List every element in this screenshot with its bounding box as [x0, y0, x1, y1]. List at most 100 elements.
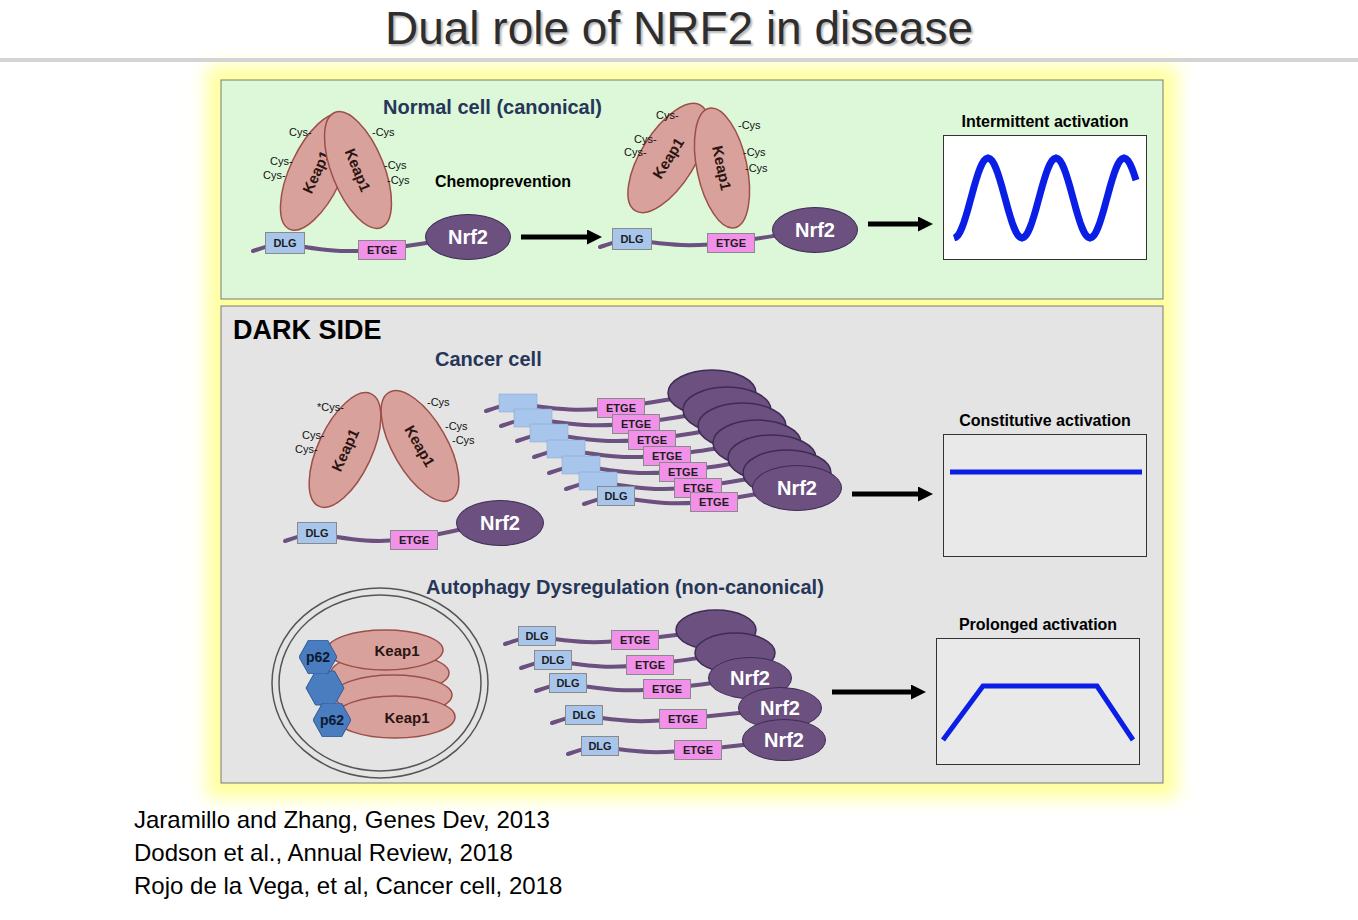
- motif-name: DLG: [556, 678, 579, 689]
- arrow: [868, 222, 918, 227]
- residue-label: Cys-: [270, 156, 293, 167]
- plot-heading: Intermittent activation: [961, 114, 1128, 130]
- keap1-ellipse: Keap1: [333, 655, 457, 779]
- dlg-shape: [562, 456, 600, 474]
- motif-box: DLG: [597, 486, 635, 506]
- keap1-shape: [311, 106, 406, 234]
- protein-name: Nrf2: [730, 668, 770, 688]
- protein-name: Nrf2: [795, 220, 835, 240]
- reference: Jaramillo and Zhang, Genes Dev, 2013: [134, 808, 550, 832]
- dlg-shape: [547, 440, 585, 458]
- motif-name: ETGE: [652, 684, 682, 695]
- motif-name: ETGE: [683, 745, 713, 756]
- residue-label: -Cys: [743, 147, 766, 158]
- motif-name: ETGE: [621, 419, 651, 430]
- plot-heading: Constitutive activation: [959, 413, 1131, 429]
- reference: Rojo de la Vega, et al, Cancer cell, 201…: [134, 874, 562, 898]
- residue-label: Cys-: [263, 170, 286, 181]
- keap1-shape: [366, 382, 475, 510]
- protein-name: p62: [306, 650, 330, 664]
- p62-hexagon: p62: [313, 703, 351, 737]
- p62-shape: [313, 703, 351, 737]
- motif-name: DLG: [525, 631, 548, 642]
- keap1-shape: [294, 386, 395, 514]
- plot-area: [944, 435, 1146, 556]
- keap1-ellipse: Keap1: [659, 105, 785, 231]
- motif-box: DLG: [518, 626, 556, 646]
- motif-box: ETGE: [611, 630, 659, 650]
- motif-name: ETGE: [606, 403, 636, 414]
- panel-heading: DARK SIDE: [233, 317, 382, 344]
- activation-curve: [954, 158, 1136, 238]
- motif-name: ETGE: [668, 714, 698, 725]
- keap1-ellipse: Keap1: [356, 382, 484, 510]
- section-heading: Chemoprevention: [435, 174, 571, 190]
- keap1-ellipse: Keap1: [325, 590, 445, 710]
- motif-name: ETGE: [620, 635, 650, 646]
- motif-name: DLG: [273, 238, 296, 249]
- motif-name: DLG: [305, 528, 328, 539]
- p62-shape: [299, 640, 337, 674]
- motif-name: DLG: [541, 655, 564, 666]
- residue-label: -Cys: [387, 175, 410, 186]
- panel: Normal cell (canonical)Keap1Keap1DLGETGE…: [221, 80, 1163, 299]
- panel: DARK SIDEKeap1Keap1DLGETGENrf2ETGEETGEET…: [221, 306, 1163, 783]
- motif-box: ETGE: [674, 740, 722, 760]
- motif-name: DLG: [620, 234, 643, 245]
- motif-name: ETGE: [635, 660, 665, 671]
- motif-name: ETGE: [652, 451, 682, 462]
- motif-box: ETGE: [643, 679, 691, 699]
- motif-box: ETGE: [690, 492, 738, 512]
- arrow: [521, 235, 587, 240]
- autophagosome: [272, 588, 488, 778]
- motif-box: DLG: [534, 650, 572, 670]
- activation-plot: Intermittent activation: [943, 135, 1147, 260]
- motif-box: DLG: [297, 522, 337, 544]
- motif-name: ETGE: [399, 535, 429, 546]
- section-heading: Autophagy Dysregulation (non-canonical): [426, 577, 824, 597]
- plot-area: [937, 639, 1139, 764]
- arrow: [852, 492, 918, 497]
- section-heading: Cancer cell: [435, 349, 542, 369]
- motif-box: DLG: [265, 232, 305, 254]
- motif-box: DLG: [581, 736, 619, 756]
- nrf2-ellipse: Nrf2: [456, 500, 544, 546]
- motif-box: ETGE: [626, 655, 674, 675]
- residue-label: -Cys: [384, 160, 407, 171]
- panel-heading: Normal cell (canonical): [383, 97, 602, 117]
- arrow: [832, 690, 911, 695]
- activation-plot: Prolonged activation: [936, 638, 1140, 765]
- nrf2-ellipse: Nrf2: [752, 465, 842, 511]
- motif-box: DLG: [549, 673, 587, 693]
- plot-area: [944, 136, 1146, 259]
- protein-name: Nrf2: [777, 478, 817, 498]
- nrf2-ellipse: Nrf2: [425, 214, 511, 260]
- keap1-shape: [685, 105, 759, 231]
- protein-name: Nrf2: [448, 227, 488, 247]
- activation-curve: [950, 470, 1142, 475]
- p62-hexagon: p62: [299, 640, 337, 674]
- keap1-ellipse: Keap1: [294, 106, 422, 234]
- protein-name: Nrf2: [764, 730, 804, 750]
- motif-name: ETGE: [637, 435, 667, 446]
- reference: Dodson et al., Annual Review, 2018: [134, 841, 513, 865]
- page-title: Dual role of NRF2 in disease: [385, 5, 973, 51]
- keap1-shape: [335, 696, 455, 738]
- protein-name: Nrf2: [760, 698, 800, 718]
- motif-box: ETGE: [358, 240, 406, 260]
- glow: [207, 66, 1177, 798]
- p62-shape: [306, 671, 344, 705]
- title-rule: [0, 58, 1358, 62]
- panel-fill: [221, 306, 1163, 783]
- residue-label: -Cys: [372, 127, 395, 138]
- plot-heading: Prolonged activation: [959, 617, 1117, 633]
- protein-name: Keap1: [384, 710, 429, 725]
- motif-name: DLG: [604, 491, 627, 502]
- keap1-shape: [327, 630, 443, 670]
- motif-name: ETGE: [699, 497, 729, 508]
- motif-name: DLG: [588, 741, 611, 752]
- motif-name: DLG: [572, 710, 595, 721]
- residue-label: -Cys: [427, 397, 450, 408]
- protein-name: p62: [320, 713, 344, 727]
